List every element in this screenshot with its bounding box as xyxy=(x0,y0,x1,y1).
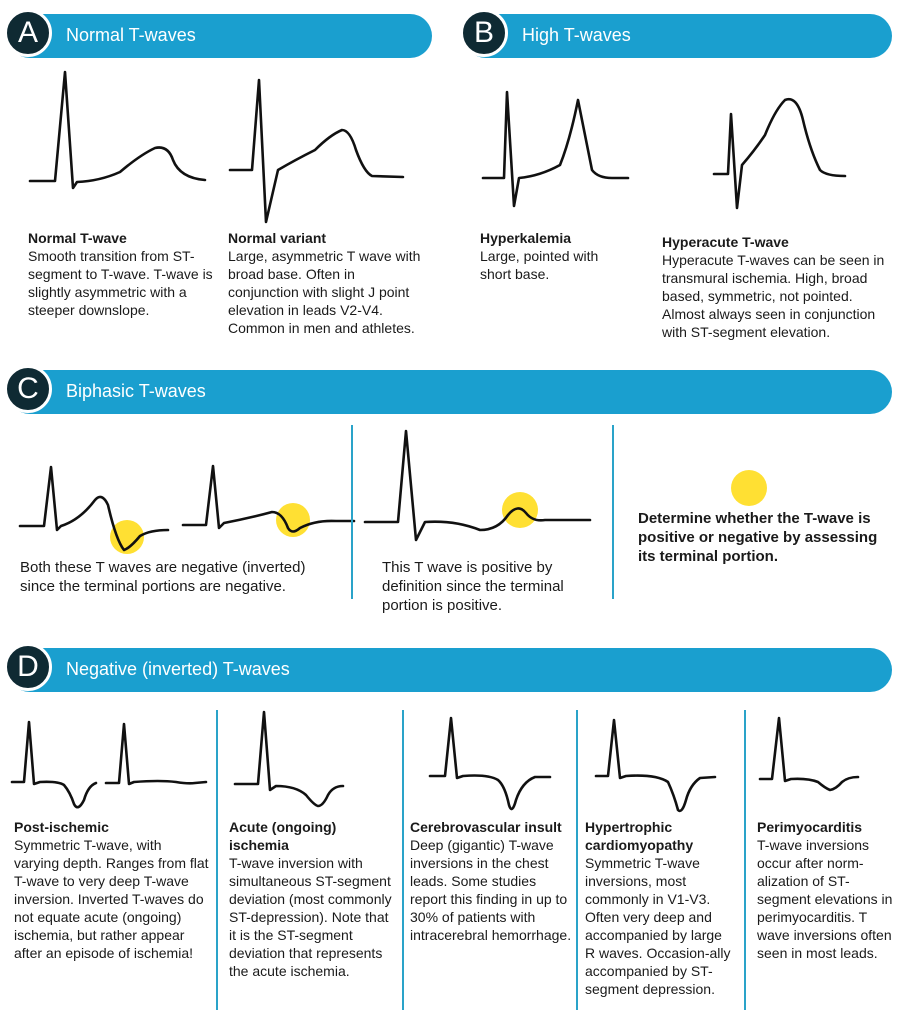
normal-t-wave-title: Normal T-wave xyxy=(28,230,127,246)
section-b-title: High T-waves xyxy=(522,25,631,45)
section-c-badge: C xyxy=(4,365,52,413)
section-c-banner: C Biphasic T-waves xyxy=(4,365,892,414)
section-a-title: Normal T-waves xyxy=(66,25,196,45)
section-b-banner: B High T-waves xyxy=(460,9,892,58)
section-d-divider-4 xyxy=(744,710,746,1010)
section-c-title: Biphasic T-waves xyxy=(66,381,206,401)
biphasic-negative-caption: Both these T waves are negative (inverte… xyxy=(20,559,306,595)
acute-ischemia-caption: Acute (ongoing) ischemia T-wave inversio… xyxy=(229,818,393,980)
normal-t-wave-text: Smooth transition from ST-segment to T-w… xyxy=(28,248,213,318)
section-a-banner: A Normal T-waves xyxy=(4,9,432,58)
hyperacute-text: Hyperacute T-waves can be seen in transm… xyxy=(662,252,885,340)
section-b-badge: B xyxy=(460,9,508,57)
perimyocarditis-title: Perimyocarditis xyxy=(757,819,863,835)
acute-ischemia-text: T-wave inversion with simultaneous ST-se… xyxy=(229,855,392,979)
postischemic-text: Symmetric T-wave, with varying depth. Ra… xyxy=(14,837,209,961)
biphasic-positive-caption: This T wave is positive by definition si… xyxy=(382,559,564,614)
hcm-caption: Hypertrophic cardiomyopathy Symmetric T-… xyxy=(585,818,735,998)
hcm-text: Symmetric T-wave inversions, most common… xyxy=(585,855,731,997)
normal-variant-caption: Normal variant Large, asymmetric T wave … xyxy=(228,229,428,337)
section-d-divider-1 xyxy=(216,710,218,1010)
perimyocarditis-caption: Perimyocarditis T-wave inversions occur … xyxy=(757,818,903,962)
cerebrovascular-caption: Cerebrovascular insult Deep (gigantic) T… xyxy=(410,818,572,944)
normal-t-wave-caption: Normal T-wave Smooth transition from ST-… xyxy=(28,229,218,319)
biphasic-rule-note: Determine whether the T-wave is positive… xyxy=(638,510,878,565)
section-d-divider-2 xyxy=(402,710,404,1010)
section-d-title: Negative (inverted) T-waves xyxy=(66,659,290,679)
section-d-divider-3 xyxy=(576,710,578,1010)
section-c-divider-1 xyxy=(351,425,353,599)
section-d-banner: D Negative (inverted) T-waves xyxy=(4,643,892,692)
hyperkalemia-title: Hyperkalemia xyxy=(480,230,572,246)
section-d-badge: D xyxy=(4,643,52,691)
hyperkalemia-text: Large, pointed with short base. xyxy=(480,248,599,282)
normal-variant-title: Normal variant xyxy=(228,230,327,246)
hyperkalemia-caption: Hyperkalemia Large, pointed with short b… xyxy=(480,229,630,283)
perimyocarditis-text: T-wave inversions occur after norm-aliza… xyxy=(757,837,893,961)
postischemic-title: Post-ischemic xyxy=(14,819,109,835)
hyperacute-title: Hyperacute T-wave xyxy=(662,234,789,250)
hyperacute-caption: Hyperacute T-wave Hyperacute T-waves can… xyxy=(662,233,892,341)
postischemic-caption: Post-ischemic Symmetric T-wave, with var… xyxy=(14,818,210,962)
acute-ischemia-title: Acute (ongoing) ischemia xyxy=(229,819,337,853)
section-c-divider-2 xyxy=(612,425,614,599)
cerebrovascular-text: Deep (gigantic) T-wave inversions in the… xyxy=(410,837,572,943)
section-a-badge: A xyxy=(4,9,52,57)
normal-variant-text: Large, asymmetric T wave with broad base… xyxy=(228,248,421,336)
legend-highlight-dot xyxy=(731,470,767,506)
hcm-title: Hypertrophic cardiomyopathy xyxy=(585,819,694,853)
cerebrovascular-title: Cerebrovascular insult xyxy=(410,819,562,835)
